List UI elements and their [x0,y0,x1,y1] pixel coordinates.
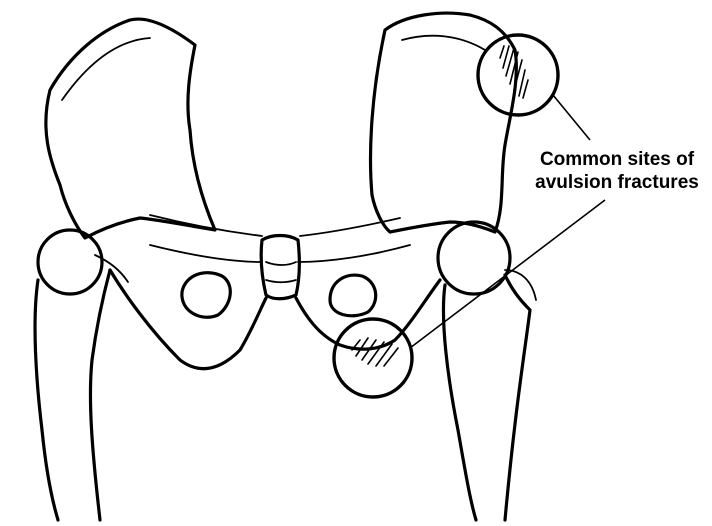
left-obturator-foramen [182,273,230,318]
right-iliac-wing [371,13,517,232]
pubic-symphysis [261,236,299,299]
avulsion-site-upper [478,35,558,115]
left-sacroiliac-line [150,215,262,236]
annotation-line-1: Common sites of [522,148,712,171]
right-pubic-ramus [298,245,410,262]
avulsion-site-lower [334,319,412,397]
symphysis-detail [266,262,296,282]
pelvic-floor-outline [110,270,440,369]
annotation-line-2: avulsion fractures [522,171,712,194]
left-iliac-wing [46,19,215,238]
right-obturator-foramen [330,275,376,316]
left-iliac-inner-line [62,38,150,100]
left-pubic-ramus [150,245,262,262]
leader-line-upper [553,95,590,140]
right-iliac-inner-line [402,36,485,50]
right-femoral-head [438,222,510,294]
avulsion-annotation: Common sites of avulsion fractures [522,148,712,194]
left-femur-shaft [35,270,110,520]
left-femoral-head [38,230,102,294]
